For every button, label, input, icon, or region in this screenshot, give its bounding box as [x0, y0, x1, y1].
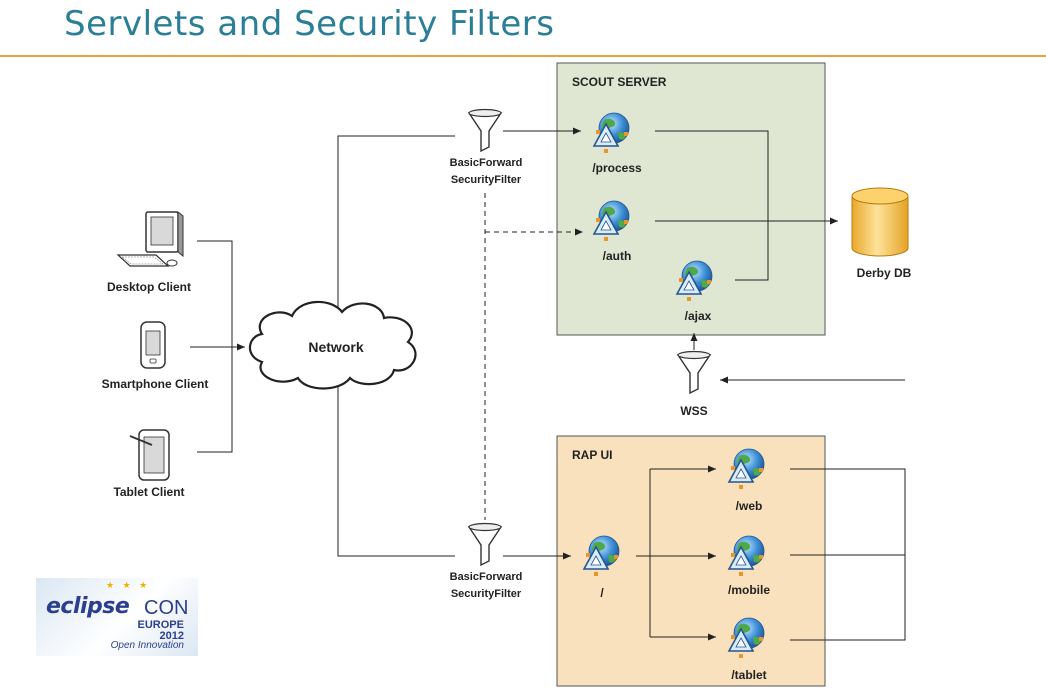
eclipsecon-logo: ★ ★ ★ eclipse CON EUROPE 2012 Open Innov…	[36, 578, 198, 656]
rap-ui-label: RAP UI	[572, 448, 612, 462]
top-filter-label-line2: SecurityFilter	[451, 174, 522, 186]
logo-event-info: EUROPE 2012	[138, 620, 184, 642]
scout-server-label: SCOUT SERVER	[572, 75, 667, 89]
network-label: Network	[308, 339, 363, 355]
title-divider	[0, 55, 1046, 57]
smartphone-client-label: Smartphone Client	[102, 377, 209, 391]
bottom-filter-label-line1: BasicForward	[450, 571, 523, 583]
bottom-filter-icon	[468, 522, 502, 566]
connector-network-top-filter	[337, 135, 455, 320]
desktop-client-label: Desktop Client	[107, 280, 191, 294]
smartphone-client-icon	[140, 321, 166, 369]
connector-process-db	[655, 130, 769, 281]
logo-brand-con: CON	[144, 597, 189, 619]
ajax-servlet-label: /ajax	[685, 309, 712, 323]
process-servlet-label: /process	[592, 161, 642, 175]
tablet-servlet-label: /tablet	[731, 668, 766, 682]
tablet-client-label: Tablet Client	[113, 485, 184, 499]
web-servlet-label: /web	[736, 499, 763, 513]
top-filter-icon	[468, 108, 502, 152]
auth-servlet-label: /auth	[603, 249, 632, 263]
desktop-client-icon	[116, 210, 184, 267]
database-icon	[851, 187, 909, 257]
top-filter-label-line1: BasicForward	[450, 157, 523, 169]
logo-stars-icon: ★ ★ ★	[106, 580, 151, 590]
bottom-filter-label-line2: SecurityFilter	[451, 588, 522, 600]
logo-brand-eclipse: eclipse	[46, 594, 130, 619]
wss-label: WSS	[680, 404, 707, 418]
network-cloud-icon	[248, 300, 417, 390]
connector-network-bottom-filter	[337, 375, 455, 557]
database-label: Derby DB	[857, 266, 912, 280]
root-servlet-label: /	[600, 586, 604, 600]
logo-year: 2012	[159, 630, 184, 642]
tablet-client-icon	[129, 429, 170, 481]
page-title: Servlets and Security Filters	[64, 4, 555, 44]
logo-europe: EUROPE	[137, 619, 184, 631]
logo-tagline: Open Innovation	[110, 640, 184, 651]
wss-filter-icon	[677, 350, 711, 394]
mobile-servlet-label: /mobile	[728, 583, 770, 597]
